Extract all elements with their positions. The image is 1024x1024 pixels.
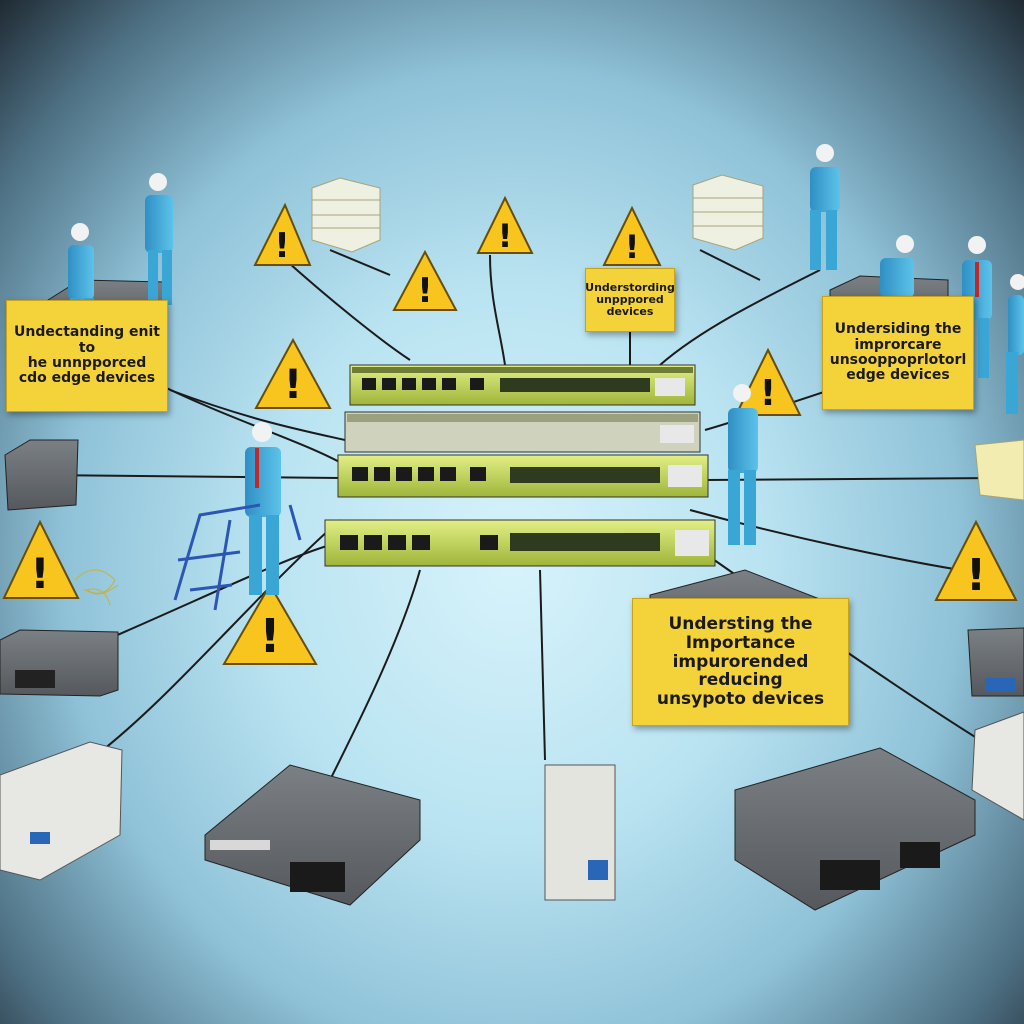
svg-text:!: !: [284, 362, 302, 408]
sticky-note: Undersiding the improrcare unsooppoprlot…: [822, 296, 974, 410]
warning-icon: !: [476, 195, 534, 255]
worker-icon: [245, 422, 281, 595]
router-icon: [971, 711, 1024, 821]
sticky-note: Understording unpppored devices: [585, 268, 675, 332]
warning-icon: !: [222, 583, 318, 665]
router-icon: [544, 764, 616, 901]
warning-icon: !: [602, 205, 662, 266]
svg-text:!: !: [260, 609, 281, 663]
server-rack-icon: [974, 439, 1024, 501]
network-switch-icon: [324, 519, 716, 567]
router-icon: [204, 764, 421, 906]
network-switch-icon: [349, 364, 696, 406]
warning-icon: !: [254, 337, 332, 409]
sticky-note: Undectanding enit to he unnpporced cdo e…: [6, 300, 168, 412]
worker-icon: [145, 173, 173, 305]
worker-icon: [810, 144, 840, 270]
router-icon: [4, 439, 79, 511]
router-icon: [734, 747, 976, 911]
worker-icon: [880, 235, 914, 298]
network-switch-icon: [337, 454, 709, 498]
server-rack-icons: [311, 174, 1024, 501]
svg-text:!: !: [498, 217, 513, 255]
svg-text:!: !: [625, 228, 640, 266]
warning-icon: !: [734, 347, 802, 416]
router-icon: [967, 627, 1024, 697]
warning-icon: !: [392, 249, 458, 311]
warning-icon: !: [2, 519, 80, 599]
worker-icon: [1006, 274, 1024, 414]
scaffold: [173, 503, 302, 611]
svg-text:!: !: [417, 271, 433, 311]
svg-text:!: !: [760, 373, 776, 414]
router-icon: [0, 629, 119, 697]
server-rack-icon: [311, 177, 381, 253]
svg-text:!: !: [966, 550, 986, 601]
svg-text:!: !: [274, 226, 290, 266]
network-switch-icon: [344, 411, 701, 453]
network-switch-stack: [324, 364, 716, 567]
svg-text:!: !: [30, 549, 49, 598]
warning-icon: !: [253, 202, 312, 266]
worker-icon: [728, 384, 758, 545]
router-icon: [0, 741, 123, 881]
tangled-cables: [74, 569, 119, 606]
warning-signs: ! ! ! ! ! ! ! ! !: [2, 195, 1018, 665]
server-rack-icon: [692, 174, 764, 251]
sticky-note: Understing the Importance impurorended r…: [632, 598, 849, 726]
warning-icon: !: [934, 519, 1018, 601]
